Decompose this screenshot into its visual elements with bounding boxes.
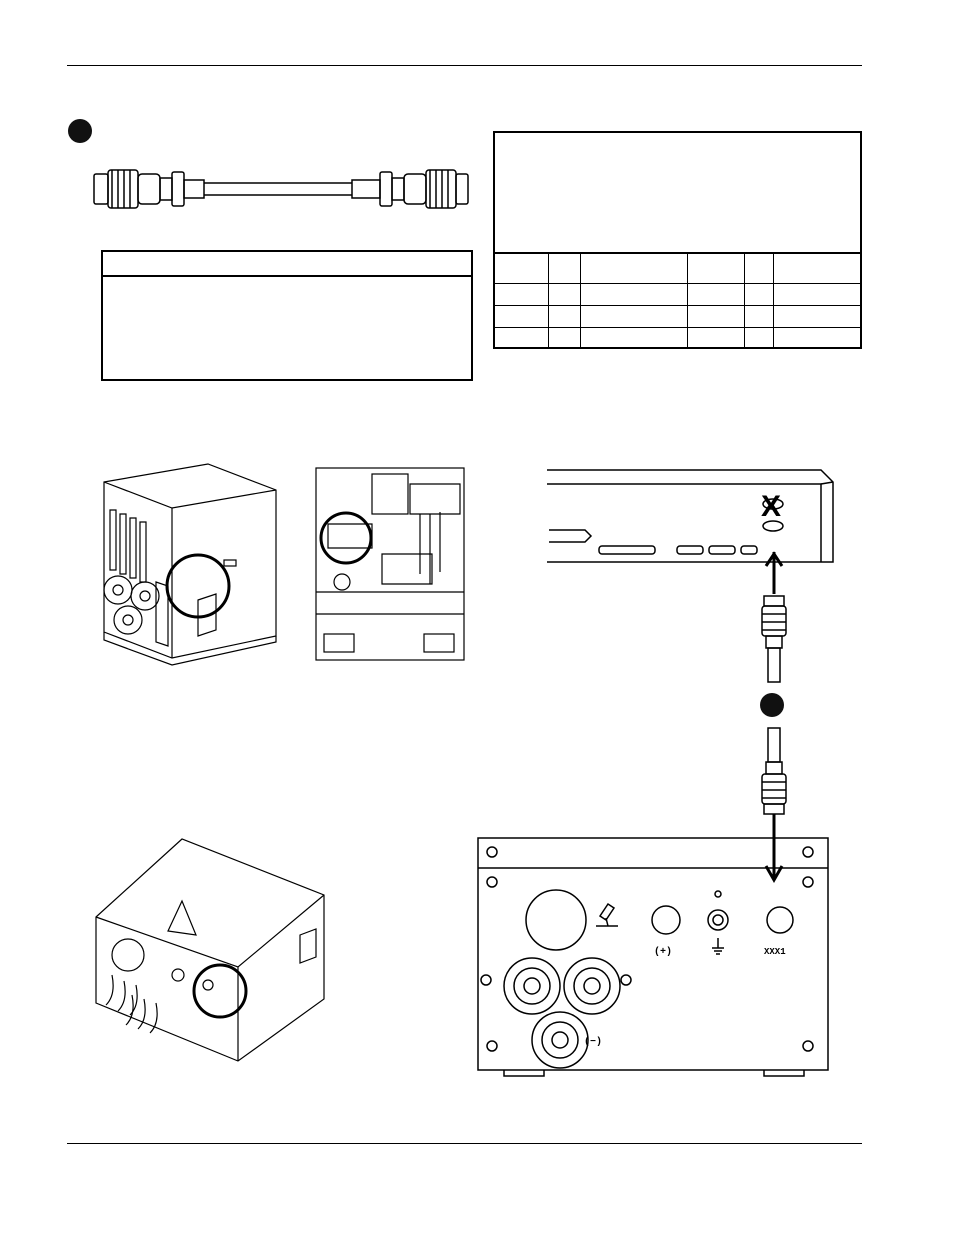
cable-info-box [101,250,473,381]
power-supply-rear-view [103,463,277,666]
cable-callout-icon [760,693,784,717]
receptacle-id-label: XXX1 [764,947,786,957]
table-col-divider [744,252,745,347]
ground-icon [712,938,724,955]
table-col-divider [687,252,688,347]
plus-terminal-label: (+) [654,946,672,958]
receptacle-x-label: X [761,490,781,523]
table-row-divider [495,305,860,306]
torch-icon [596,902,618,927]
cable-info-header-divider [103,275,471,277]
plasma-unit-isometric [95,838,325,1062]
table-row-divider [495,327,860,328]
cable-callout-icon [68,119,92,143]
table-row-divider [495,283,860,284]
part-number-table [493,131,862,349]
plasma-unit-front-panel: (+) (−) XXX1 [477,837,829,1077]
minus-terminal-label: (−) [584,1036,602,1048]
cnc-rear-panel: X [547,469,834,563]
footer-rule [67,1143,862,1144]
table-col-divider [773,252,774,347]
table-header-divider [495,252,860,254]
power-supply-interior-view [315,467,465,661]
header-rule [67,65,862,66]
table-col-divider [580,252,581,347]
interface-cable [761,551,787,884]
cable-drawing [93,169,469,209]
table-col-divider [548,252,549,347]
